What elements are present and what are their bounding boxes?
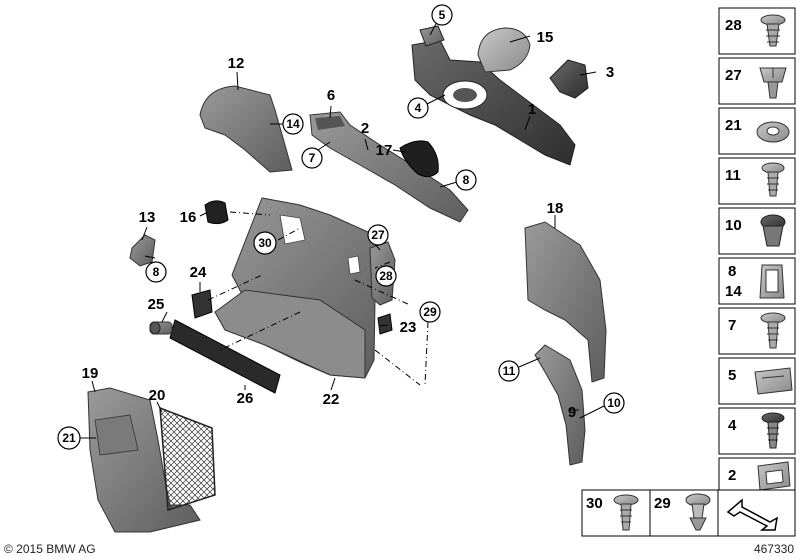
callout-5: 5 (439, 8, 446, 22)
part-12-trim (199, 85, 293, 173)
fastener-29-icon (685, 493, 711, 531)
bottom-panel: 30 29 (581, 489, 796, 537)
part-23-block (377, 313, 393, 335)
direction-arrow-icon (726, 498, 778, 531)
part-15-cap (477, 27, 531, 73)
fastener-5-icon (754, 367, 793, 395)
fastener-panel: 28 27 21 11 10 (718, 7, 796, 497)
callout-8-lower: 8 (153, 265, 160, 279)
callout-30: 30 (258, 236, 272, 250)
fastener-27-icon (759, 67, 787, 99)
fastener-5-label: 5 (728, 367, 736, 384)
part-21-pocket (94, 414, 139, 456)
callout-2: 2 (361, 120, 369, 137)
fastener-8-label: 8 (728, 263, 736, 280)
fastener-7-label: 7 (728, 317, 736, 334)
callout-22: 22 (323, 391, 340, 408)
fastener-11-label: 11 (725, 167, 741, 184)
part-16-seal (204, 200, 229, 225)
fastener-10-label: 10 (725, 217, 742, 234)
callout-26: 26 (237, 390, 254, 407)
callout-25: 25 (148, 296, 165, 313)
part-13-bracket (129, 234, 156, 267)
callout-12: 12 (228, 55, 245, 72)
callout-6: 6 (327, 87, 335, 104)
part-1-bracket (411, 39, 576, 166)
callout-7: 7 (309, 151, 316, 165)
leader-lines (80, 21, 607, 439)
fastener-27-label: 27 (725, 67, 742, 84)
part-20-net (159, 406, 216, 512)
callout-21: 21 (62, 431, 76, 445)
callout-13: 13 (139, 209, 156, 226)
callout-8-upper: 8 (463, 173, 470, 187)
callout-17: 17 (376, 142, 393, 159)
part-24-plate (191, 289, 213, 319)
image-id: 467330 (753, 542, 794, 556)
callout-19: 19 (82, 365, 99, 382)
callout-9: 9 (568, 404, 576, 421)
callout-11: 11 (503, 364, 516, 378)
fastener-2-label: 2 (728, 467, 736, 484)
callout-labels: 5 4 14 7 8 30 8 27 28 29 11 10 21 15 3 1… (57, 4, 625, 450)
copyright-text: © 2015 BMW AG (4, 542, 96, 556)
fastener-30-label: 30 (586, 495, 603, 512)
callout-15: 15 (537, 29, 554, 46)
fastener-28-label: 28 (725, 17, 742, 34)
fastener-8-14-icon (759, 264, 785, 299)
callout-3: 3 (606, 64, 614, 81)
callout-18: 18 (547, 200, 564, 217)
part-5-clip (419, 25, 445, 47)
callout-16: 16 (180, 209, 197, 226)
part-2-sill-strip (309, 111, 469, 223)
callout-23: 23 (400, 319, 417, 336)
part-3-bracket (549, 59, 589, 99)
fastener-4-icon (761, 412, 785, 449)
fastener-14-label: 14 (725, 283, 742, 300)
fastener-29-label: 29 (654, 495, 671, 512)
fastener-21-icon (756, 121, 790, 143)
part-9-pillar-trim (534, 344, 586, 466)
fastener-30-icon (613, 494, 639, 531)
callout-27: 27 (371, 228, 385, 242)
callout-29: 29 (423, 305, 437, 319)
part-17-pad (399, 140, 439, 178)
fastener-10-icon (760, 214, 786, 247)
callout-4: 4 (415, 101, 422, 115)
fastener-7-icon (760, 312, 786, 349)
part-25-hook (149, 321, 173, 335)
callout-14: 14 (286, 117, 300, 131)
callout-1: 1 (528, 101, 536, 118)
fastener-4-label: 4 (728, 417, 737, 434)
part-18-side-trim (524, 221, 607, 383)
fastener-28-icon (760, 14, 786, 47)
callout-10: 10 (607, 396, 621, 410)
callout-24: 24 (190, 264, 207, 281)
fastener-11-icon (761, 162, 785, 197)
part-22-luggage-trim (214, 197, 379, 379)
fastener-2-icon (757, 461, 791, 491)
fastener-21-label: 21 (725, 117, 742, 134)
callout-20: 20 (149, 387, 166, 404)
callout-28: 28 (379, 269, 393, 283)
